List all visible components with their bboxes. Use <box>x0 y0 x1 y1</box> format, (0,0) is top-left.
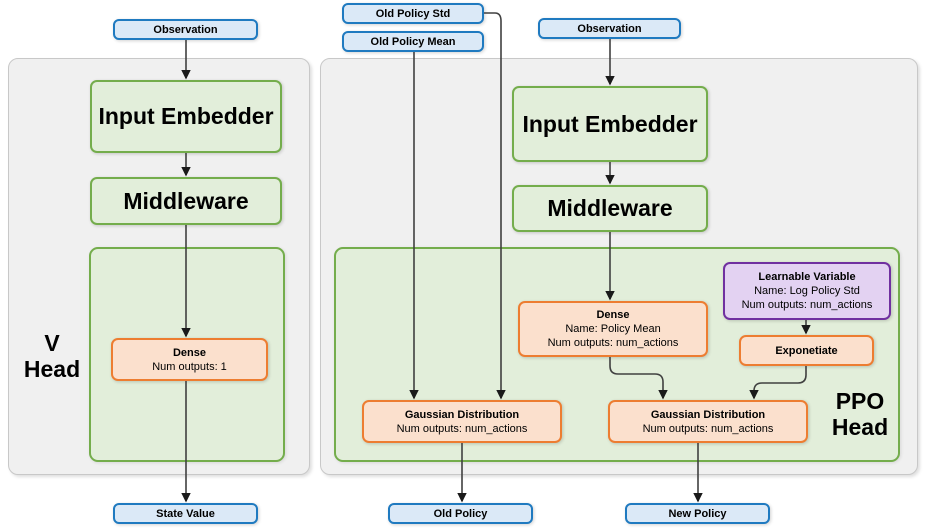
gaussian-new-title: Gaussian Distribution <box>650 408 766 421</box>
gaussian-new-num-outputs: Num outputs: num_actions <box>642 422 774 435</box>
ppo-head-label-line2: Head <box>831 414 889 440</box>
old-policy-mean-label: Old Policy Mean <box>370 35 456 48</box>
v-head-label-line2: Head <box>23 356 81 382</box>
ppo-head-input-embedder-label: Input Embedder <box>522 110 698 137</box>
v-head-state-value-output[interactable]: State Value <box>113 503 258 524</box>
ppo-dense-title: Dense <box>596 309 630 321</box>
v-head-observation-label: Observation <box>153 23 218 36</box>
v-head-input-embedder[interactable]: Input Embedder <box>90 80 282 153</box>
exponetiate-title: Exponetiate <box>775 344 838 357</box>
gaussian-old-title: Gaussian Distribution <box>404 408 520 421</box>
ppo-head-dense-policy-mean[interactable]: Dense Name: Policy Mean Num outputs: num… <box>518 301 708 357</box>
v-head-state-value-label: State Value <box>156 507 215 520</box>
ppo-head-observation-input[interactable]: Observation <box>538 18 681 39</box>
ppo-dense-num-outputs: Num outputs: num_actions <box>547 337 679 349</box>
ppo-head-middleware[interactable]: Middleware <box>512 185 708 232</box>
ppo-head-input-embedder[interactable]: Input Embedder <box>512 86 708 162</box>
old-policy-output-label: Old Policy <box>433 507 488 520</box>
ppo-head-middleware-label: Middleware <box>547 195 673 221</box>
ppo-head-label-line1: PPO <box>835 388 885 414</box>
old-policy-std-input[interactable]: Old Policy Std <box>342 3 484 24</box>
v-head-observation-input[interactable]: Observation <box>113 19 258 40</box>
v-head-middleware[interactable]: Middleware <box>90 177 282 225</box>
ppo-head-observation-label: Observation <box>577 22 642 35</box>
old-policy-mean-input[interactable]: Old Policy Mean <box>342 31 484 52</box>
ppo-dense-name: Name: Policy Mean <box>565 323 661 335</box>
old-policy-std-label: Old Policy Std <box>375 7 451 20</box>
v-head-dense[interactable]: Dense Num outputs: 1 <box>111 338 268 381</box>
v-head-dense-title: Dense <box>172 346 207 359</box>
v-head-group-label: V Head <box>16 330 88 382</box>
gaussian-distribution-old[interactable]: Gaussian Distribution Num outputs: num_a… <box>362 400 562 443</box>
ppo-head-group-label: PPO Head <box>820 388 900 440</box>
v-head-dense-num-outputs: Num outputs: 1 <box>152 360 227 373</box>
v-head-label-line1: V <box>44 330 60 356</box>
learnable-variable-title: Learnable Variable <box>758 271 856 283</box>
learnable-variable-num-outputs: Num outputs: num_actions <box>741 299 873 311</box>
gaussian-old-num-outputs: Num outputs: num_actions <box>396 422 528 435</box>
new-policy-output-label: New Policy <box>668 507 727 520</box>
learnable-variable-log-policy-std[interactable]: Learnable Variable Name: Log Policy Std … <box>723 262 891 320</box>
gaussian-distribution-new[interactable]: Gaussian Distribution Num outputs: num_a… <box>608 400 808 443</box>
v-head-middleware-label: Middleware <box>123 187 249 214</box>
v-head-input-embedder-label: Input Embedder <box>98 103 274 129</box>
new-policy-output[interactable]: New Policy <box>625 503 770 524</box>
exponetiate-node[interactable]: Exponetiate <box>739 335 874 366</box>
learnable-variable-name: Name: Log Policy Std <box>754 285 860 297</box>
old-policy-output[interactable]: Old Policy <box>388 503 533 524</box>
